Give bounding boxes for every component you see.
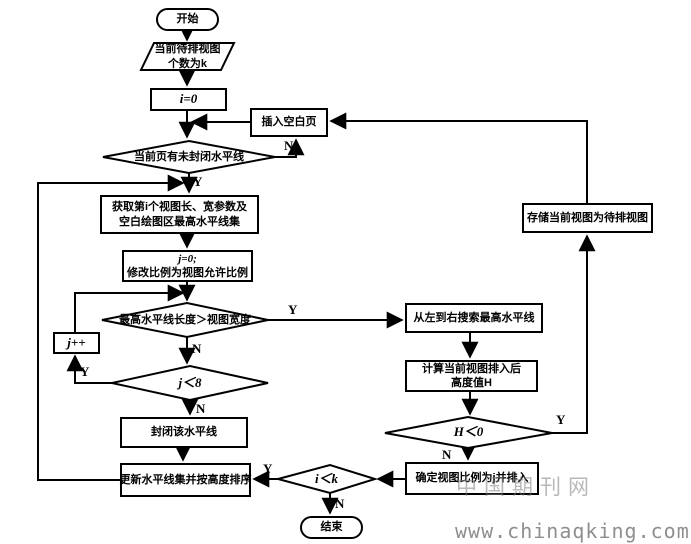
- calc-height-process: 计算当前视图排入后 高度值H: [405, 360, 538, 392]
- get-view-params-line2: 空白绘图区最高水平线集: [119, 215, 240, 228]
- hline-vs-view-width-label: 最高水平线长度＞视图宽度: [119, 314, 251, 327]
- update-hlines-label: 更新水平线集并按高度排序: [119, 473, 252, 486]
- views-count-io: 当前待排视图 个数为k: [140, 43, 235, 70]
- decision2-yes-label: Y: [288, 302, 298, 317]
- calc-height-line2: 高度值H: [451, 377, 492, 389]
- connector-decision3-yes-to-jpp: [66, 354, 112, 384]
- store-pending-view-process: 存储当前视图为待排视图: [522, 203, 653, 233]
- connector-store-to-insert: [329, 112, 588, 203]
- get-view-params-line1: 获取第i个视图长、宽参数及: [111, 201, 248, 214]
- connector-decision5-yes-to-store: [552, 234, 596, 434]
- init-j-line2: 修改比例为视图允许比例: [127, 267, 248, 279]
- decision3-no-label: N: [196, 401, 206, 416]
- close-hline-process: 封闭该水平线: [120, 417, 248, 448]
- close-hline-label: 封闭该水平线: [151, 426, 217, 439]
- start-label: 开始: [176, 13, 199, 26]
- i-lt-k-diamond: [274, 463, 379, 495]
- j-lt-8-diamond: [111, 364, 269, 402]
- h-lt-0-label: H＜0: [453, 424, 484, 440]
- page-has-open-hline-label: 当前页有未封闭水平线: [134, 151, 244, 164]
- init-j-process: j=0; 修改比例为视图允许比例: [122, 250, 253, 282]
- connector-jpp-loopback: [74, 284, 185, 332]
- watermark-site-url: www.chinaqking.com: [455, 519, 690, 543]
- hline-vs-view-width-diamond: [101, 301, 269, 339]
- init-i-process: i=0: [150, 88, 227, 111]
- decision5-yes-label: Y: [556, 412, 566, 427]
- i-lt-k-text: i＜k: [278, 466, 375, 493]
- end-terminator: 结束: [300, 516, 363, 539]
- j-lt-8-text: j＜8: [112, 367, 268, 399]
- calc-height-line1: 计算当前视图排入后: [422, 362, 521, 375]
- connector-update-loopback: [37, 174, 185, 481]
- search-hline-process: 从左到右搜索最高水平线: [405, 303, 543, 333]
- page-has-open-hline-text: 当前页有未封闭水平线: [103, 142, 275, 173]
- decision2-no-label: N: [192, 341, 202, 356]
- end-label: 结束: [320, 521, 343, 534]
- search-hline-label: 从左到右搜索最高水平线: [413, 311, 535, 324]
- decision4-yes-label: Y: [263, 461, 273, 476]
- page-has-open-hline-diamond: [102, 139, 276, 175]
- set-scale-and-insert-label: 确定视图比例为j并排入: [415, 472, 529, 485]
- h-lt-0-diamond: [384, 415, 553, 450]
- start-terminator: 开始: [156, 8, 219, 31]
- hline-vs-view-width-text: 最高水平线长度＞视图宽度: [102, 304, 268, 337]
- decision3-yes-label: Y: [80, 364, 90, 379]
- j-lt-8-label: j＜8: [178, 374, 202, 390]
- decision4-no-label: N: [335, 496, 345, 511]
- increment-j-label: j++: [67, 334, 86, 350]
- connector-decision1-no-to-insert: [275, 138, 305, 158]
- views-count-line2: 个数为k: [167, 57, 208, 70]
- update-hlines-process: 更新水平线集并按高度排序: [119, 463, 252, 497]
- views-count-line1: 当前待排视图: [154, 43, 221, 56]
- init-i-label: i=0: [179, 91, 198, 107]
- increment-j-process: j++: [53, 332, 100, 354]
- watermark-site-name: 中国期刊网: [456, 476, 596, 499]
- decision1-yes-label: Y: [193, 174, 203, 189]
- get-view-params-process: 获取第i个视图长、宽参数及 空白绘图区最高水平线集: [100, 195, 259, 234]
- set-scale-and-insert-process: 确定视图比例为j并排入: [405, 462, 539, 495]
- decision5-no-label: N: [442, 447, 452, 462]
- decision1-no-label: N: [284, 138, 294, 153]
- store-pending-view-label: 存储当前视图为待排视图: [527, 211, 648, 224]
- insert-blank-page-label: 插入空白页: [261, 116, 317, 129]
- h-lt-0-text: H＜0: [385, 418, 552, 447]
- views-count-parallelogram: [139, 42, 236, 71]
- init-j-line1: j=0;: [178, 252, 197, 265]
- i-lt-k-label: i＜k: [314, 471, 339, 487]
- insert-blank-page-process: 插入空白页: [250, 108, 328, 137]
